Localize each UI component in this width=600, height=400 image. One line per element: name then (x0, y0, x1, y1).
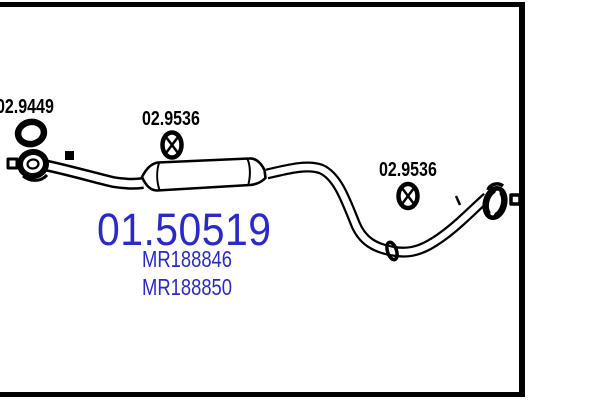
outlet-flange-icon (482, 182, 508, 221)
frame-border-top (0, 2, 524, 7)
rubber-mount-rear-icon (396, 181, 420, 211)
part-code-link[interactable]: 01.50519 (97, 204, 272, 255)
inlet-flange-icon (17, 148, 49, 182)
bracket-square-icon (65, 151, 74, 160)
frame-border-bottom (0, 392, 524, 397)
frame-marker-right-icon (509, 193, 522, 206)
oem-ref-link-2[interactable]: MR188850 (142, 274, 233, 300)
frame-marker-left-icon (6, 157, 19, 170)
pipe-clamp-icon (385, 240, 399, 262)
frame-border-right (519, 2, 525, 397)
rubber-mount-mid-icon (160, 130, 184, 160)
gasket-code-label: 02.9449 (0, 96, 54, 118)
flange-gasket-icon (14, 118, 48, 148)
weld-mark (454, 195, 462, 206)
center-muffler-icon (140, 157, 267, 192)
front-pipe-icon (42, 159, 144, 190)
tail-pipe-icon (265, 161, 491, 258)
mount-code-rear-label: 02.9536 (379, 159, 437, 181)
oem-ref-link-1[interactable]: MR188846 (142, 246, 233, 272)
mount-code-mid-label: 02.9536 (142, 108, 200, 130)
